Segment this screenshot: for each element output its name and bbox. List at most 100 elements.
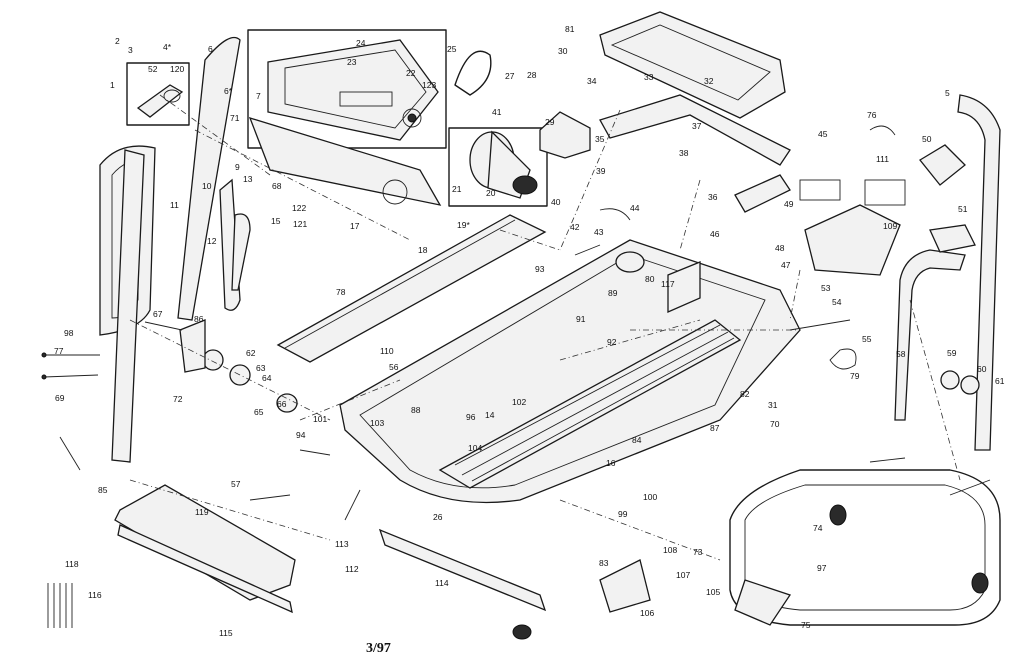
part-number-label: 2 xyxy=(115,36,120,46)
part-number-label: 73 xyxy=(693,547,703,557)
part-number-label: 7 xyxy=(256,91,261,101)
part-number-label: 113 xyxy=(335,539,349,549)
left-wheels xyxy=(179,319,980,413)
date-code: 3/97 xyxy=(366,641,391,656)
part-number-label: 87 xyxy=(710,423,720,433)
part-number-label: 51 xyxy=(958,204,968,214)
part-number-label: 74 xyxy=(813,523,823,533)
part-number-label: 13 xyxy=(243,174,253,184)
part-number-label: 41 xyxy=(492,107,502,117)
part-number-label: 35 xyxy=(595,134,605,144)
part-number-label: 33 xyxy=(644,72,654,82)
part-number-label: 112 xyxy=(345,564,359,574)
rear-axle xyxy=(378,528,651,640)
part-number-label: 6 xyxy=(208,44,213,54)
part-number-label: 66 xyxy=(277,399,287,409)
part-number-label: 43 xyxy=(594,227,604,237)
part-number-label: 46 xyxy=(710,229,720,239)
part-number-label: 115 xyxy=(219,628,233,638)
part-number-label: 61 xyxy=(995,376,1005,386)
rear-base xyxy=(729,469,1001,626)
console-assembly xyxy=(247,29,447,206)
part-number-label: 105 xyxy=(706,587,720,597)
part-number-label: 104 xyxy=(468,443,482,453)
part-number-label: 75 xyxy=(801,620,811,630)
part-number-label: 80 xyxy=(645,274,655,284)
part-number-label: 22 xyxy=(406,68,416,78)
part-number-label: 21 xyxy=(452,184,462,194)
part-number-label: 20 xyxy=(486,188,496,198)
part-number-label: 72 xyxy=(173,394,183,404)
main-frame xyxy=(339,239,801,504)
part-number-label: 119 xyxy=(195,507,209,517)
part-number-label: 32 xyxy=(704,76,714,86)
part-number-label: 79 xyxy=(850,371,860,381)
part-number-label: 85 xyxy=(98,485,108,495)
part-number-label: 45 xyxy=(818,129,828,139)
part-number-label: 56 xyxy=(389,362,399,372)
part-number-label: 10 xyxy=(202,181,212,191)
part-number-label: 76 xyxy=(867,110,877,120)
motor-inset xyxy=(448,127,548,207)
part-number-label: 26 xyxy=(433,512,443,522)
part-number-label: 14 xyxy=(485,410,495,420)
part-number-label: 71 xyxy=(230,113,240,123)
part-number-label: 34 xyxy=(587,76,597,86)
part-number-label: 19* xyxy=(457,220,470,230)
part-number-label: 88 xyxy=(411,405,421,415)
part-number-label: 59 xyxy=(947,348,957,358)
part-number-label: 69 xyxy=(55,393,65,403)
part-number-label: 93 xyxy=(535,264,545,274)
part-number-label: 28 xyxy=(527,70,537,80)
part-number-label: 62 xyxy=(246,348,256,358)
part-number-label: 39 xyxy=(596,166,606,176)
left-upright xyxy=(99,36,241,463)
part-number-label: 42 xyxy=(570,222,580,232)
part-number-label: 11 xyxy=(170,200,179,210)
part-number-label: 16 xyxy=(606,458,616,468)
part-number-label: 101 xyxy=(313,414,327,424)
part-number-label: 97 xyxy=(817,563,827,573)
part-number-label: 1 xyxy=(110,80,115,90)
part-number-label: 53 xyxy=(821,283,831,293)
part-number-label: 5 xyxy=(945,88,950,98)
part-number-label: 78 xyxy=(336,287,346,297)
part-number-label: 4* xyxy=(163,42,172,52)
part-number-label: 98 xyxy=(64,328,74,338)
part-number-label: 29 xyxy=(545,117,555,127)
part-number-label: 49 xyxy=(784,199,794,209)
part-number-label: 24 xyxy=(356,38,366,48)
part-number-label: 106 xyxy=(640,608,654,618)
part-number-label: 118 xyxy=(65,559,79,569)
part-number-label: 121 xyxy=(293,219,307,229)
part-number-label: 107 xyxy=(676,570,690,580)
drive-belt xyxy=(454,50,492,96)
part-number-label: 68 xyxy=(272,181,282,191)
front-roller xyxy=(615,251,701,313)
part-number-label: 94 xyxy=(296,430,306,440)
part-number-label: 114 xyxy=(435,578,449,588)
hand-control-box xyxy=(126,62,190,126)
part-number-label: 70 xyxy=(770,419,780,429)
part-number-label: 27 xyxy=(505,71,515,81)
part-number-label: 123 xyxy=(422,80,436,90)
fasteners xyxy=(41,125,991,628)
part-number-label: 47 xyxy=(781,260,791,270)
part-number-label: 116 xyxy=(88,590,102,600)
part-number-label: 52 xyxy=(148,64,158,74)
right-upright xyxy=(894,94,1001,451)
part-number-label: 6* xyxy=(224,86,233,96)
part-number-label: 110 xyxy=(380,346,394,356)
part-number-label: 103 xyxy=(370,418,384,428)
part-number-label: 3 xyxy=(128,45,133,55)
part-number-label: 102 xyxy=(512,397,526,407)
part-number-label: 109 xyxy=(883,221,897,231)
part-number-label: 84 xyxy=(632,435,642,445)
part-number-label: 67 xyxy=(153,309,163,319)
part-number-label: 12 xyxy=(207,236,217,246)
part-number-label: 9 xyxy=(235,162,240,172)
part-number-label: 54 xyxy=(832,297,842,307)
part-number-label: 63 xyxy=(256,363,266,373)
